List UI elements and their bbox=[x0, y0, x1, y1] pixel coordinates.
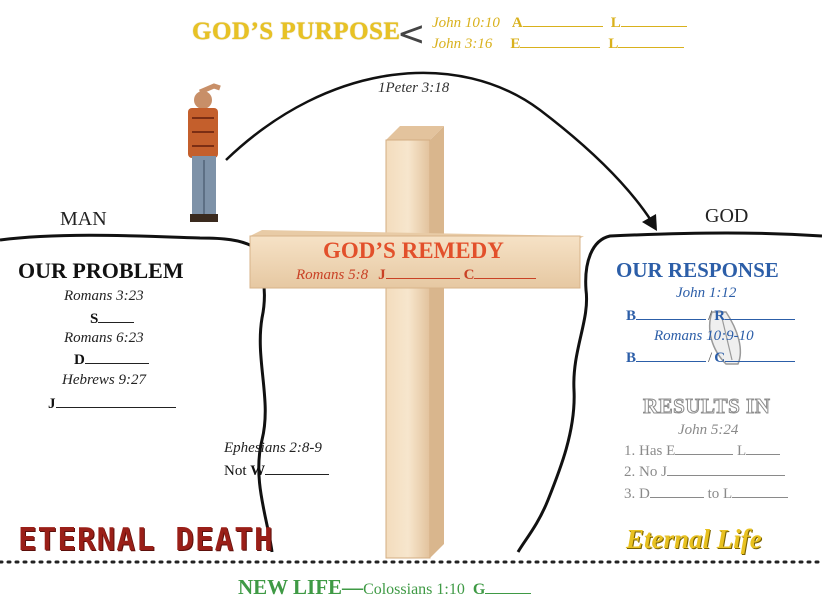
result-blank-1b[interactable] bbox=[746, 442, 781, 455]
purpose-blank-1a[interactable] bbox=[522, 14, 603, 27]
response-blank-1a[interactable] bbox=[636, 307, 707, 320]
response-letter-2b: C bbox=[714, 350, 726, 366]
problem-ref-1: Romans 3:23 bbox=[64, 288, 144, 304]
purpose-blank-2b[interactable] bbox=[618, 35, 685, 48]
remedy-blank-1[interactable] bbox=[385, 266, 460, 279]
eternal-life-label: Eternal Life bbox=[626, 524, 762, 554]
remedy-letter-1: J bbox=[378, 267, 386, 283]
remedy-line: Romans 5:8 J C bbox=[296, 266, 537, 284]
right-cliff bbox=[516, 231, 822, 553]
response-blank-2b[interactable] bbox=[725, 349, 796, 362]
response-ref-2: Romans 10:9-10 bbox=[654, 328, 754, 344]
results-in-title: RESULTS IN bbox=[642, 394, 771, 419]
problem-blank-3[interactable] bbox=[55, 395, 176, 408]
purpose-line-1: John 10:10 A L bbox=[432, 14, 687, 32]
result-letter-1a: E bbox=[666, 443, 676, 459]
response-ref-1: John 1:12 bbox=[676, 285, 737, 301]
result-blank-2a[interactable] bbox=[666, 463, 785, 476]
result-num-3: 3. bbox=[624, 486, 636, 502]
bracket-icon: < bbox=[397, 14, 426, 54]
our-response-title: OUR RESPONSE bbox=[616, 258, 779, 282]
response-blank-2a[interactable] bbox=[636, 349, 707, 362]
response-letter-2a: B bbox=[626, 350, 637, 366]
new-life-line: NEW LIFE—Colossians 1:10 G bbox=[238, 575, 532, 600]
purpose-letter-2a: E bbox=[510, 36, 521, 52]
result-mid-3: to bbox=[703, 486, 724, 502]
eternal-death-label: ETERNAL DEATH bbox=[18, 522, 274, 558]
problem-fill-1: S bbox=[90, 310, 135, 328]
purpose-blank-2a[interactable] bbox=[520, 35, 601, 48]
problem-blank-2[interactable] bbox=[84, 351, 149, 364]
result-item-1: 1. Has E L bbox=[624, 442, 781, 460]
gap-fill: Not W bbox=[224, 462, 330, 480]
gap-ref: Ephesians 2:8-9 bbox=[224, 440, 322, 456]
arrow-head bbox=[642, 214, 657, 231]
new-life-letter: G bbox=[472, 581, 486, 598]
response-blank-1b[interactable] bbox=[725, 307, 796, 320]
gap-blank[interactable] bbox=[265, 462, 330, 475]
purpose-letter-1a: A bbox=[511, 15, 523, 31]
remedy-blank-2[interactable] bbox=[474, 266, 537, 279]
remedy-letter-2: C bbox=[463, 267, 475, 283]
result-blank-3b[interactable] bbox=[732, 485, 789, 498]
result-num-2: 2. bbox=[624, 464, 636, 480]
problem-fill-2: D bbox=[74, 351, 149, 369]
purpose-letter-1b: L bbox=[610, 15, 621, 31]
result-item-2: 2. No J bbox=[624, 463, 785, 481]
gods-purpose-title: GOD’S PURPOSE bbox=[192, 18, 401, 45]
arc-arrow bbox=[225, 71, 654, 223]
result-letter-1b: L bbox=[737, 443, 747, 459]
new-life-blank[interactable] bbox=[485, 581, 532, 594]
new-life-ref: Colossians 1:10 bbox=[363, 581, 465, 598]
problem-letter-2: D bbox=[74, 352, 85, 368]
gap-letter: W bbox=[250, 463, 266, 479]
result-blank-1a[interactable] bbox=[675, 442, 734, 455]
praying-hands-icon bbox=[708, 311, 742, 365]
our-problem-title: OUR PROBLEM bbox=[18, 258, 184, 283]
gods-remedy-title: GOD’S REMEDY bbox=[323, 238, 504, 263]
remedy-ref: Romans 5:8 bbox=[296, 267, 369, 283]
purpose-letter-2b: L bbox=[608, 36, 619, 52]
response-letter-1a: B bbox=[626, 308, 637, 324]
response-fill-2: B/C bbox=[626, 349, 796, 367]
problem-ref-2: Romans 6:23 bbox=[64, 330, 144, 346]
result-letter-3a: D bbox=[639, 486, 650, 502]
gap-prefix: Not bbox=[224, 463, 251, 479]
problem-letter-1: S bbox=[90, 311, 99, 327]
purpose-blank-1b[interactable] bbox=[620, 14, 687, 27]
cross bbox=[249, 126, 584, 559]
response-letter-1b: R bbox=[714, 308, 726, 324]
purpose-ref-2: John 3:16 bbox=[432, 36, 493, 52]
result-letter-2a: J bbox=[661, 464, 667, 480]
problem-letter-3: J bbox=[48, 396, 56, 412]
problem-fill-3: J bbox=[48, 395, 176, 413]
man-figure bbox=[188, 83, 221, 222]
result-pre-1: Has bbox=[639, 443, 667, 459]
result-letter-3b: L bbox=[723, 486, 733, 502]
result-pre-2: No bbox=[639, 464, 662, 480]
problem-blank-1[interactable] bbox=[98, 310, 135, 323]
man-label: MAN bbox=[60, 208, 107, 230]
new-life-title: NEW LIFE— bbox=[238, 575, 364, 599]
response-fill-1: B/R bbox=[626, 307, 796, 325]
problem-ref-3: Hebrews 9:27 bbox=[62, 372, 147, 388]
purpose-ref-1: John 10:10 bbox=[432, 15, 500, 31]
result-num-1: 1. bbox=[624, 443, 636, 459]
result-blank-3a[interactable] bbox=[649, 485, 704, 498]
results-ref: John 5:24 bbox=[678, 422, 739, 438]
result-item-3: 3. D to L bbox=[624, 485, 789, 503]
arc-reference: 1Peter 3:18 bbox=[378, 80, 450, 96]
god-label: GOD bbox=[705, 205, 749, 227]
purpose-line-2: John 3:16 E L bbox=[432, 35, 685, 53]
